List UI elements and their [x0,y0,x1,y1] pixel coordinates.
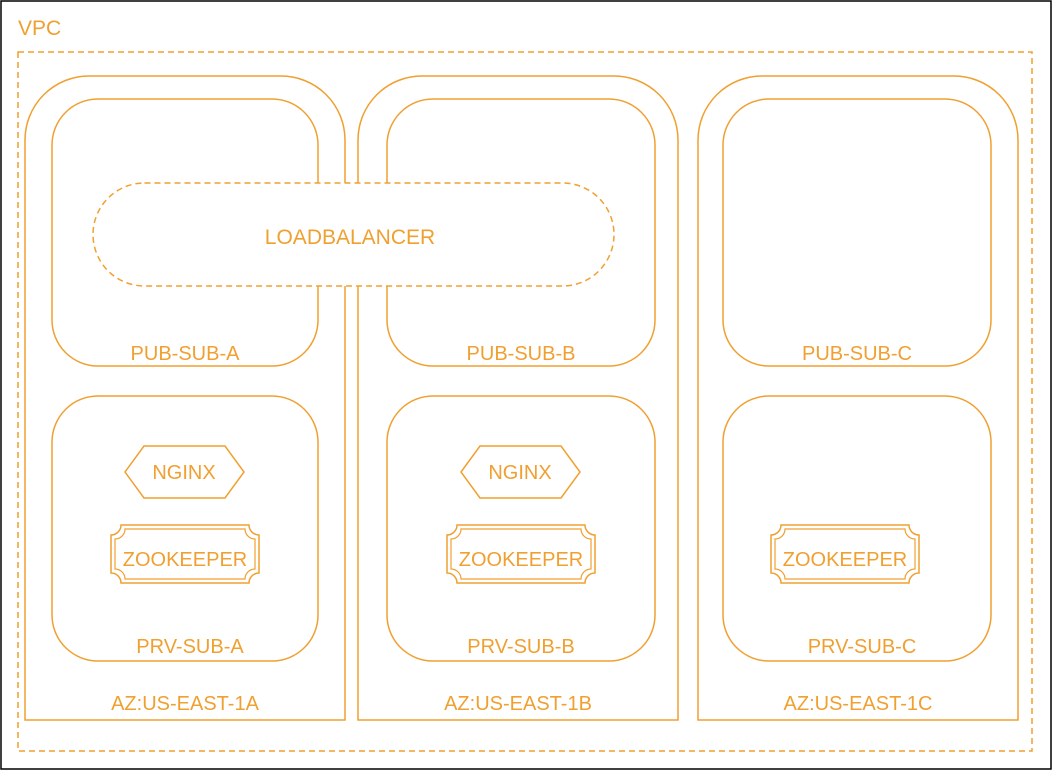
az-b-boundary [357,75,679,721]
private-subnet-a-label: PRV-SUB-A [136,636,244,658]
zookeeper-label-c: ZOOKEEPER [783,549,907,571]
private-subnet-c-label: PRV-SUB-C [808,636,917,658]
nginx-hexagon-b [460,445,581,499]
zookeeper-ticket-inner-c [774,528,916,580]
public-subnet-b-label: PUB-SUB-B [467,343,576,365]
private-subnet-c [722,395,992,662]
public-subnet-c [722,98,992,367]
nginx-node-b: NGINX [460,445,581,499]
loadbalancer-node: LOADBALANCER [92,182,615,287]
vpc-dashed-border [17,51,1033,752]
nginx-label-a: NGINX [152,462,215,484]
private-subnet-b-label: PRV-SUB-B [467,636,574,658]
zookeeper-ticket-outer-c [770,524,920,584]
availability-zone-a: AZ:US-EAST-1A PUB-SUB-A PRV-SUB-A NGINX … [24,75,346,721]
nginx-hexagon-a [124,445,245,499]
az-a-label: AZ:US-EAST-1A [111,693,259,715]
zookeeper-ticket-inner-a [114,528,256,580]
availability-zone-b: AZ:US-EAST-1B PUB-SUB-B PRV-SUB-B NGINX … [357,75,679,721]
vpc-label: VPC [18,17,61,40]
az-a-boundary [24,75,346,721]
az-c-boundary [697,75,1019,721]
public-subnet-c-label: PUB-SUB-C [802,343,912,365]
private-subnet-b [386,395,656,662]
az-b-label: AZ:US-EAST-1B [444,693,592,715]
zookeeper-ticket-outer-b [446,524,596,584]
availability-zone-c: AZ:US-EAST-1C PUB-SUB-C PRV-SUB-C ZOOKEE… [697,75,1019,721]
zookeeper-node-c: ZOOKEEPER [770,524,920,584]
private-subnet-a [51,395,319,662]
zookeeper-ticket-outer-a [110,524,260,584]
nginx-node-a: NGINX [124,445,245,499]
loadbalancer-label: LOADBALANCER [265,226,435,249]
zookeeper-node-a: ZOOKEEPER [110,524,260,584]
zookeeper-label-a: ZOOKEEPER [123,549,247,571]
loadbalancer-pill [92,182,615,287]
nginx-label-b: NGINX [488,462,551,484]
zookeeper-node-b: ZOOKEEPER [446,524,596,584]
zookeeper-label-b: ZOOKEEPER [459,549,583,571]
az-c-label: AZ:US-EAST-1C [784,693,933,715]
zookeeper-ticket-inner-b [450,528,592,580]
vpc-boundary: VPC [17,17,1033,752]
public-subnet-a-label: PUB-SUB-A [131,343,241,365]
